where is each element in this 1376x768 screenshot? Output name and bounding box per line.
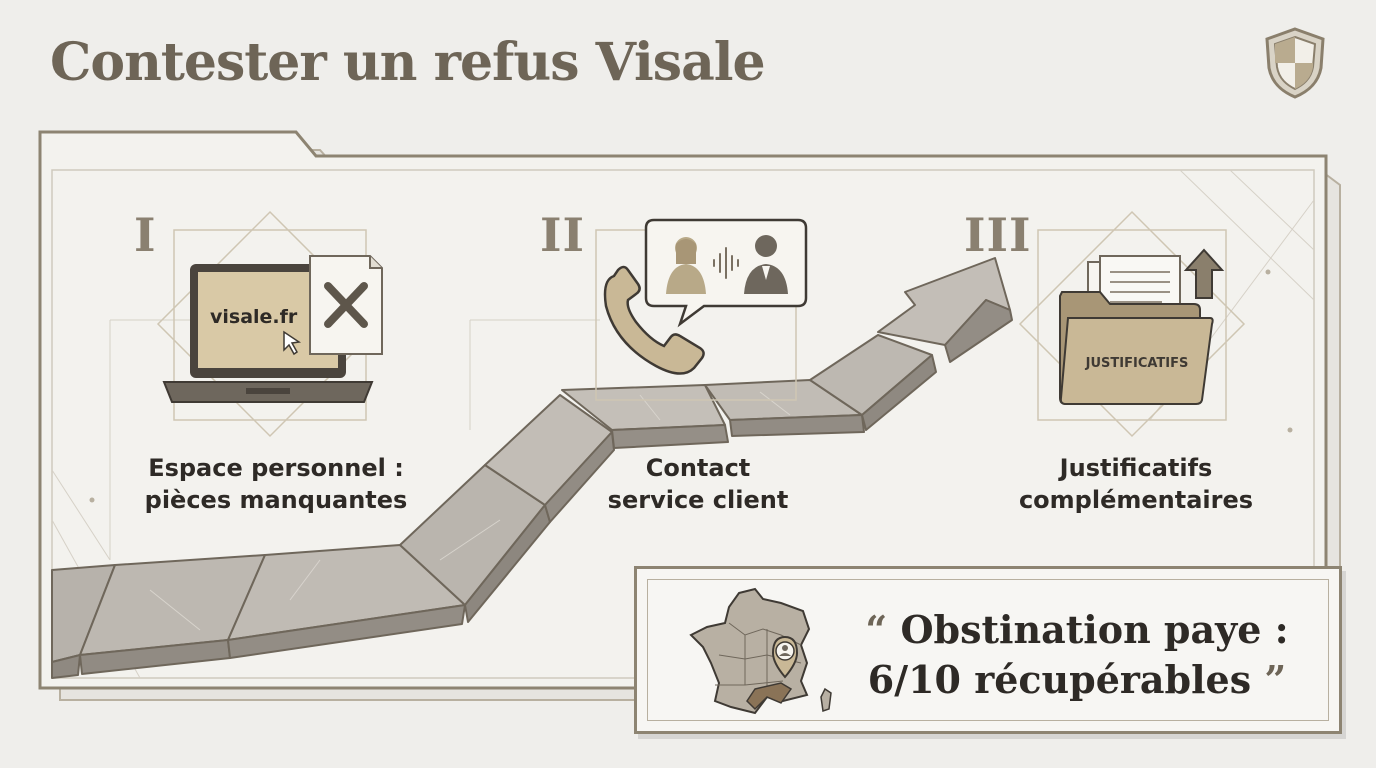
quote-text: “ Obstination paye : 6/10 récupérables ”	[837, 605, 1317, 705]
step-3-label: Justificatifs complémentaires	[976, 452, 1296, 516]
step-2-label-line-2: service client	[607, 486, 789, 514]
step-2-label: Contact service client	[538, 452, 858, 516]
quote-line-1: Obstination paye :	[900, 607, 1289, 652]
step-3-label-line-2: complémentaires	[1018, 486, 1254, 514]
step-2-label-line-1: Contact	[645, 454, 751, 482]
folder-label: JUSTIFICATIFS	[1085, 356, 1189, 371]
quote-inner-border	[647, 579, 1329, 721]
step-1-label: Espace personnel : pièces manquantes	[116, 452, 436, 516]
step-3-label-line-1: Justificatifs	[1059, 454, 1213, 482]
quote-close-mark: ”	[1264, 657, 1287, 702]
phone-icon	[595, 218, 808, 401]
step-1-numeral: I	[134, 208, 157, 262]
laptop-icon	[156, 210, 384, 438]
shield-icon	[1265, 27, 1325, 99]
folder-upload-icon	[1018, 210, 1246, 438]
step-3-numeral: III	[964, 208, 1032, 262]
step-1-label-line-2: pièces manquantes	[144, 486, 408, 514]
quote-open-mark: “	[865, 607, 888, 652]
france-map-icon	[689, 587, 832, 715]
step-1-label-line-1: Espace personnel :	[148, 454, 404, 482]
step-2-numeral: II	[540, 208, 586, 262]
laptop-screen-text: visale.fr	[210, 306, 298, 328]
quote-box: “ Obstination paye : 6/10 récupérables ”	[634, 566, 1342, 734]
quote-line-2: 6/10 récupérables	[867, 657, 1252, 702]
page-title: Contester un refus Visale	[50, 32, 766, 93]
